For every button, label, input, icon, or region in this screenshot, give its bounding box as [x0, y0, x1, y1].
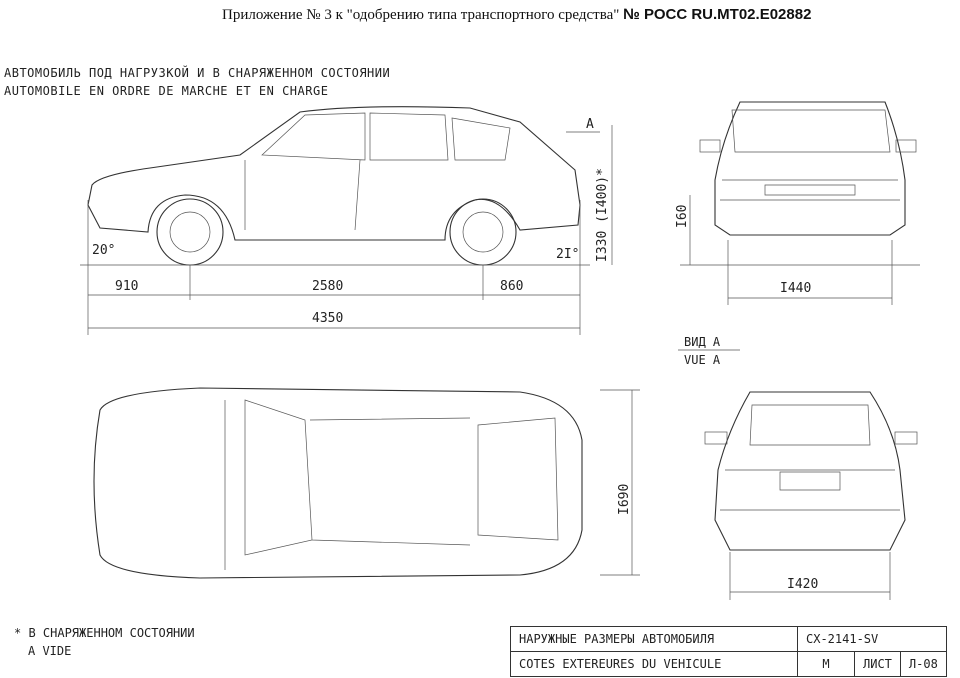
drawing-code: CX-2141-SV — [797, 626, 947, 652]
sheet-label: ЛИСТ — [854, 651, 901, 677]
section-title-ru: АВТОМОБИЛЬ ПОД НАГРУЗКОЙ И В СНАРЯЖЕННОМ… — [4, 66, 391, 80]
rear-track-dim: I420 — [787, 577, 818, 592]
scale-label: M — [797, 651, 855, 677]
drawing-name-fr: COTES EXTEREURES DU VEHICULE — [510, 651, 798, 677]
title-block: НАРУЖНЫЕ РАЗМЕРЫ АВТОМОБИЛЯ CX-2141-SV C… — [510, 626, 947, 677]
length-dim: 4350 — [312, 311, 343, 326]
departure-angle: 2I° — [556, 247, 579, 262]
section-title-fr: AUTOMOBILE EN ORDRE DE MARCHE ET EN CHAR… — [4, 84, 329, 98]
ground-height-dim: I60 — [675, 205, 690, 228]
top-view: I690 — [93, 387, 640, 579]
view-label-ru: ВИД А — [684, 335, 721, 349]
wheelbase-dim: 2580 — [312, 279, 343, 294]
certificate-number: № РОСС RU.МТ02.Е02882 — [623, 6, 812, 23]
rear-overhang-dim: 860 — [500, 279, 523, 294]
view-a-marker: A — [586, 117, 594, 132]
side-view: 910 2580 860 4350 20° 2I° A I330 (I400)* — [80, 106, 613, 335]
front-overhang-dim: 910 — [115, 279, 138, 294]
view-label-fr: VUE A — [684, 353, 721, 367]
front-view: I60 I440 ВИД А VUE A — [675, 101, 920, 367]
document-title: Приложение № 3 к "одобрению типа транспо… — [222, 6, 811, 24]
front-track-dim: I440 — [780, 281, 811, 296]
sheet-number: Л-08 — [899, 651, 947, 677]
approach-angle: 20° — [92, 243, 115, 258]
footnote-ru: * В СНАРЯЖЕННОМ СОСТОЯНИИ — [14, 626, 195, 640]
height-dim: I330 (I400)* — [595, 168, 610, 262]
width-dim: I690 — [617, 484, 632, 515]
rear-view: I420 — [704, 391, 918, 600]
footnote-fr: A VIDE — [28, 644, 72, 658]
drawing-name-ru: НАРУЖНЫЕ РАЗМЕРЫ АВТОМОБИЛЯ — [510, 626, 798, 652]
title-prefix: Приложение № 3 к "одобрению типа транспо… — [222, 7, 620, 23]
